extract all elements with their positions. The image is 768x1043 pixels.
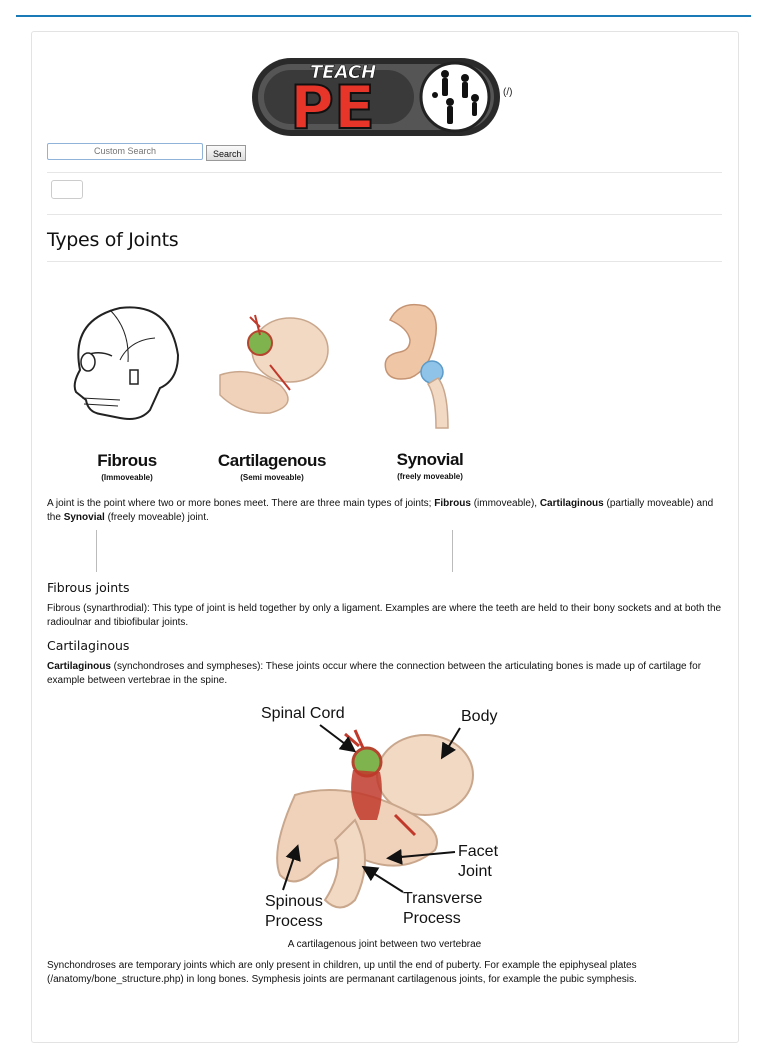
logo-pe-text: PE <box>290 73 375 140</box>
label-transverse: Transverse <box>403 890 483 907</box>
page-title: Types of Joints <box>47 229 179 251</box>
fibrous-paragraph: Fibrous (synarthrodial): This type of jo… <box>47 603 722 628</box>
divider <box>47 261 722 262</box>
label-spinal-cord: Spinal Cord <box>261 705 345 722</box>
joint-note: (freely moveable) <box>397 472 463 481</box>
logo-link-text[interactable]: (/) <box>503 87 513 98</box>
teachpe-logo[interactable]: TEACH PE <box>250 50 510 144</box>
label-transverse-process: Process <box>403 910 461 927</box>
divider <box>47 172 722 173</box>
hip-joint-illustration <box>384 303 449 429</box>
joint-label-cartilagenous: Cartilagenous (Semi moveable) <box>212 451 332 482</box>
logo-teach-text: TEACH <box>310 62 376 83</box>
label-joint: Joint <box>458 863 492 880</box>
content-card <box>31 31 739 1043</box>
intro-paragraph: A joint is the point where two or more b… <box>47 498 714 523</box>
diagram-arrows <box>282 724 461 893</box>
synchondroses-paragraph: Synchondroses are temporary joints which… <box>47 960 637 985</box>
divider <box>47 214 722 215</box>
joint-note: (Semi moveable) <box>240 473 304 482</box>
divider-vertical <box>96 530 97 572</box>
label-body: Body <box>461 708 498 725</box>
search-button[interactable]: Search <box>206 145 246 161</box>
divider-vertical <box>452 530 453 572</box>
joint-name: Cartilagenous <box>217 451 327 470</box>
vertebra-small-illustration <box>219 314 329 414</box>
cartilaginous-paragraph: Cartilaginous (synchondroses and symphes… <box>47 661 702 686</box>
joint-label-fibrous: Fibrous (Immoveable) <box>82 451 172 482</box>
diagram-caption: A cartilagenous joint between two verteb… <box>287 939 482 950</box>
label-facet: Facet <box>458 843 499 860</box>
joint-name: Synovial <box>396 450 464 469</box>
label-spinous: Spinous <box>265 893 323 910</box>
top-accent-bar <box>16 15 751 17</box>
joint-name: Fibrous <box>97 451 157 470</box>
joint-label-synovial: Synovial (freely moveable) <box>384 450 476 481</box>
small-empty-box[interactable] <box>51 180 83 199</box>
fibrous-heading: Fibrous joints <box>47 580 130 595</box>
joint-note: (Immoveable) <box>101 473 153 482</box>
search-input[interactable] <box>47 143 203 160</box>
cartilaginous-heading: Cartilaginous <box>47 638 130 653</box>
label-spinous-process: Process <box>265 913 323 930</box>
skull-illustration <box>73 306 180 420</box>
logo-graphic: TEACH PE <box>252 58 500 144</box>
